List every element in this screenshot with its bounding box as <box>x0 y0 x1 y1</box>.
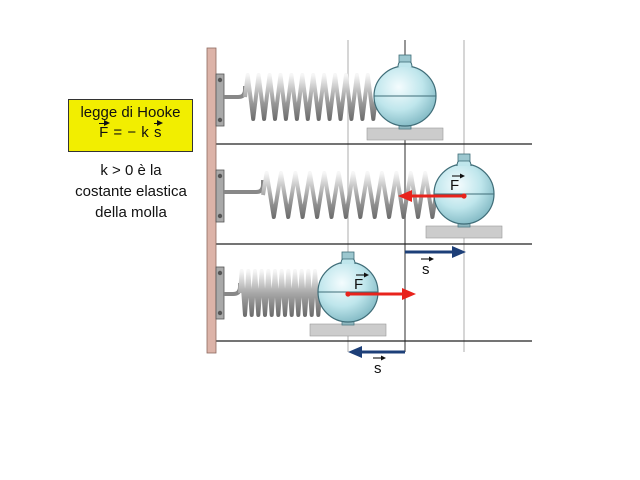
force-label: F <box>354 276 363 293</box>
panel-stretched: F s <box>215 153 503 278</box>
formula-operator: = − k <box>108 124 154 141</box>
force-vector-symbol: F <box>99 120 110 141</box>
force-arrowhead <box>398 190 412 202</box>
base-plate <box>425 225 503 239</box>
panel-compressed: F s <box>215 251 416 377</box>
caption-line-1: k > 0 è la <box>100 162 162 179</box>
spring <box>243 73 378 121</box>
force-arrowhead <box>402 288 416 300</box>
force-label: F <box>450 177 459 194</box>
caption-line-2: costante elastica <box>75 183 187 200</box>
displacement-arrowhead <box>452 246 466 258</box>
caption-line-3: della molla <box>95 204 167 221</box>
hooke-law-box: legge di Hooke F = − k s <box>68 99 193 152</box>
base-plate <box>309 323 387 337</box>
elastic-constant-caption: k > 0 è la costante elastica della molla <box>56 160 206 223</box>
displacement-label: s <box>374 360 382 377</box>
panel-rest <box>215 54 444 141</box>
displacement-label: s <box>422 261 430 278</box>
base-plate <box>366 127 444 141</box>
law-title: legge di Hooke <box>80 104 181 121</box>
wall-bracket <box>215 169 225 223</box>
wall-bracket <box>215 73 225 127</box>
displacement-arrowhead <box>348 346 362 358</box>
spring <box>238 269 322 317</box>
law-formula: F = − k s <box>69 120 192 141</box>
wall <box>206 47 217 354</box>
displacement-vector-symbol: s <box>153 120 163 141</box>
